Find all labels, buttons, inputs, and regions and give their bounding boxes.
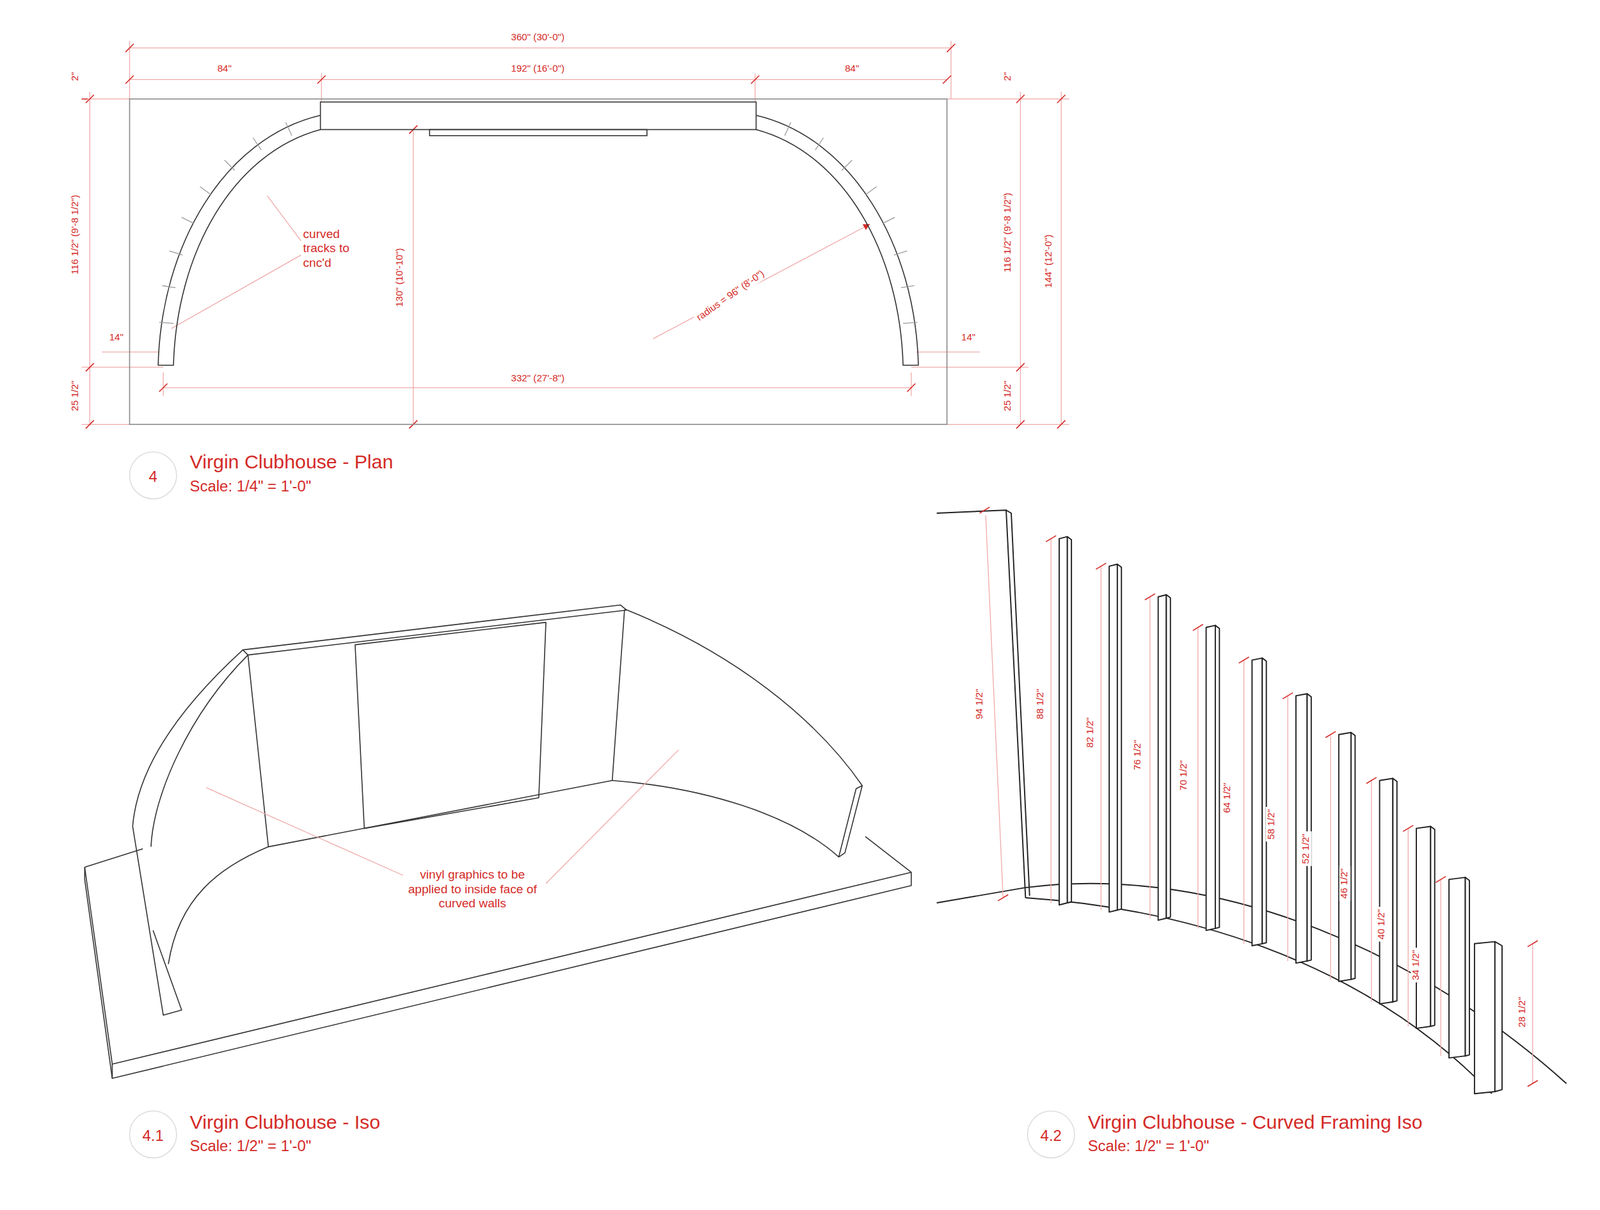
note-text: vinyl graphics to be applied to inside f… — [403, 868, 541, 911]
dimension-label: 360" (30'-0") — [508, 32, 567, 43]
radius-arrow — [652, 224, 870, 340]
dimension-label: 82 1/2" — [1085, 715, 1097, 751]
dimension-ticks — [81, 44, 1066, 429]
framing-ticks — [979, 506, 1538, 1087]
scale-label: Scale: 1/4" = 1'-0" — [190, 476, 312, 495]
dimension-label: 88 1/2" — [1035, 686, 1047, 722]
drawing-title: Virgin Clubhouse - Curved Framing Iso — [1088, 1111, 1423, 1134]
dimension-label: 84" — [215, 64, 234, 75]
dimension-label: 34 1/2" — [1410, 947, 1422, 983]
drawing-number-circle: 4.2 — [1026, 1110, 1076, 1160]
drawing-title: Virgin Clubhouse - Plan — [190, 451, 394, 474]
scale-label: Scale: 1/2" = 1'-0" — [190, 1137, 312, 1156]
dimension-label: 64 1/2" — [1221, 780, 1233, 816]
dimension-label: 76 1/2" — [1132, 737, 1144, 773]
dimension-label: 46 1/2" — [1339, 866, 1351, 902]
dimension-label: 116 1/2" (9'-8 1/2") — [1002, 190, 1014, 275]
dimension-label: 144" (12'-0") — [1043, 232, 1055, 290]
dimension-lines — [81, 40, 1070, 425]
note-text: curved tracks to cnc'd — [303, 227, 367, 271]
drawing-number-circle: 4.1 — [128, 1110, 178, 1160]
dimension-label: 40 1/2" — [1376, 907, 1387, 943]
dimension-label: radius = 96" (8'-0") — [693, 267, 769, 326]
dimension-label: 14" — [106, 332, 126, 344]
drawing-number: 4 — [128, 451, 178, 501]
dimension-label: 58 1/2" — [1265, 807, 1277, 842]
framing-dimension-lines — [985, 515, 1533, 1084]
dimension-label: 14" — [959, 332, 978, 344]
dimension-label: 28 1/2" — [1516, 995, 1528, 1030]
dimension-label: 332" (27'-8") — [508, 373, 567, 384]
dimension-label: 84" — [842, 64, 862, 75]
leader-lines — [206, 750, 679, 884]
iso-model — [84, 604, 911, 1079]
framing-studs — [936, 510, 1567, 1094]
dimension-label: 52 1/2" — [1300, 832, 1312, 867]
dimension-label: 2" — [1002, 69, 1014, 83]
dimension-label: 70 1/2" — [1178, 758, 1190, 793]
dimension-label: 116 1/2" (9'-8 1/2") — [69, 192, 81, 277]
dimension-label: 130" (10'-10") — [394, 245, 406, 309]
dimension-label: 2" — [69, 69, 81, 83]
dimension-label: 25 1/2" — [1002, 378, 1014, 414]
dimension-label: 94 1/2" — [974, 686, 985, 722]
drawing-number: 4.2 — [1026, 1110, 1076, 1160]
scale-label: Scale: 1/2" = 1'-0" — [1088, 1137, 1210, 1156]
dimension-label: 192" (16'-0") — [508, 64, 567, 75]
dimension-label: 25 1/2" — [69, 378, 81, 414]
drawing-title: Virgin Clubhouse - Iso — [190, 1111, 381, 1134]
plan-outline — [129, 99, 947, 425]
drawing-number-circle: 4 — [128, 451, 178, 501]
drawing-number: 4.1 — [128, 1110, 178, 1160]
